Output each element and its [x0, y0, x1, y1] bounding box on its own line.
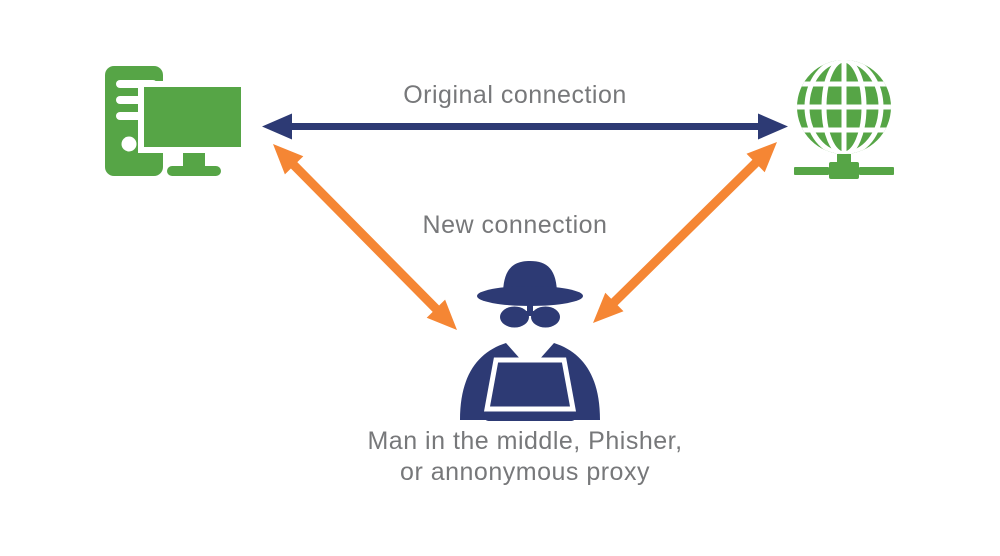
attacker-caption-line1: Man in the middle, Phisher, [367, 427, 683, 455]
original-connection-label: Original connection [403, 81, 627, 109]
original-connection-arrow [262, 113, 788, 140]
attacker-caption: Man in the middle, Phisher, or annonymou… [300, 426, 750, 488]
desktop-computer-icon [105, 66, 247, 176]
laptop-icon [483, 357, 577, 412]
spy-hacker-icon [460, 261, 600, 421]
new-connection-arrow-right [593, 142, 777, 323]
attacker-caption-line2: or annonymous proxy [400, 458, 650, 486]
new-connection-arrow-left [273, 144, 457, 330]
globe-network-icon [794, 60, 894, 179]
new-connection-label: New connection [422, 211, 608, 239]
